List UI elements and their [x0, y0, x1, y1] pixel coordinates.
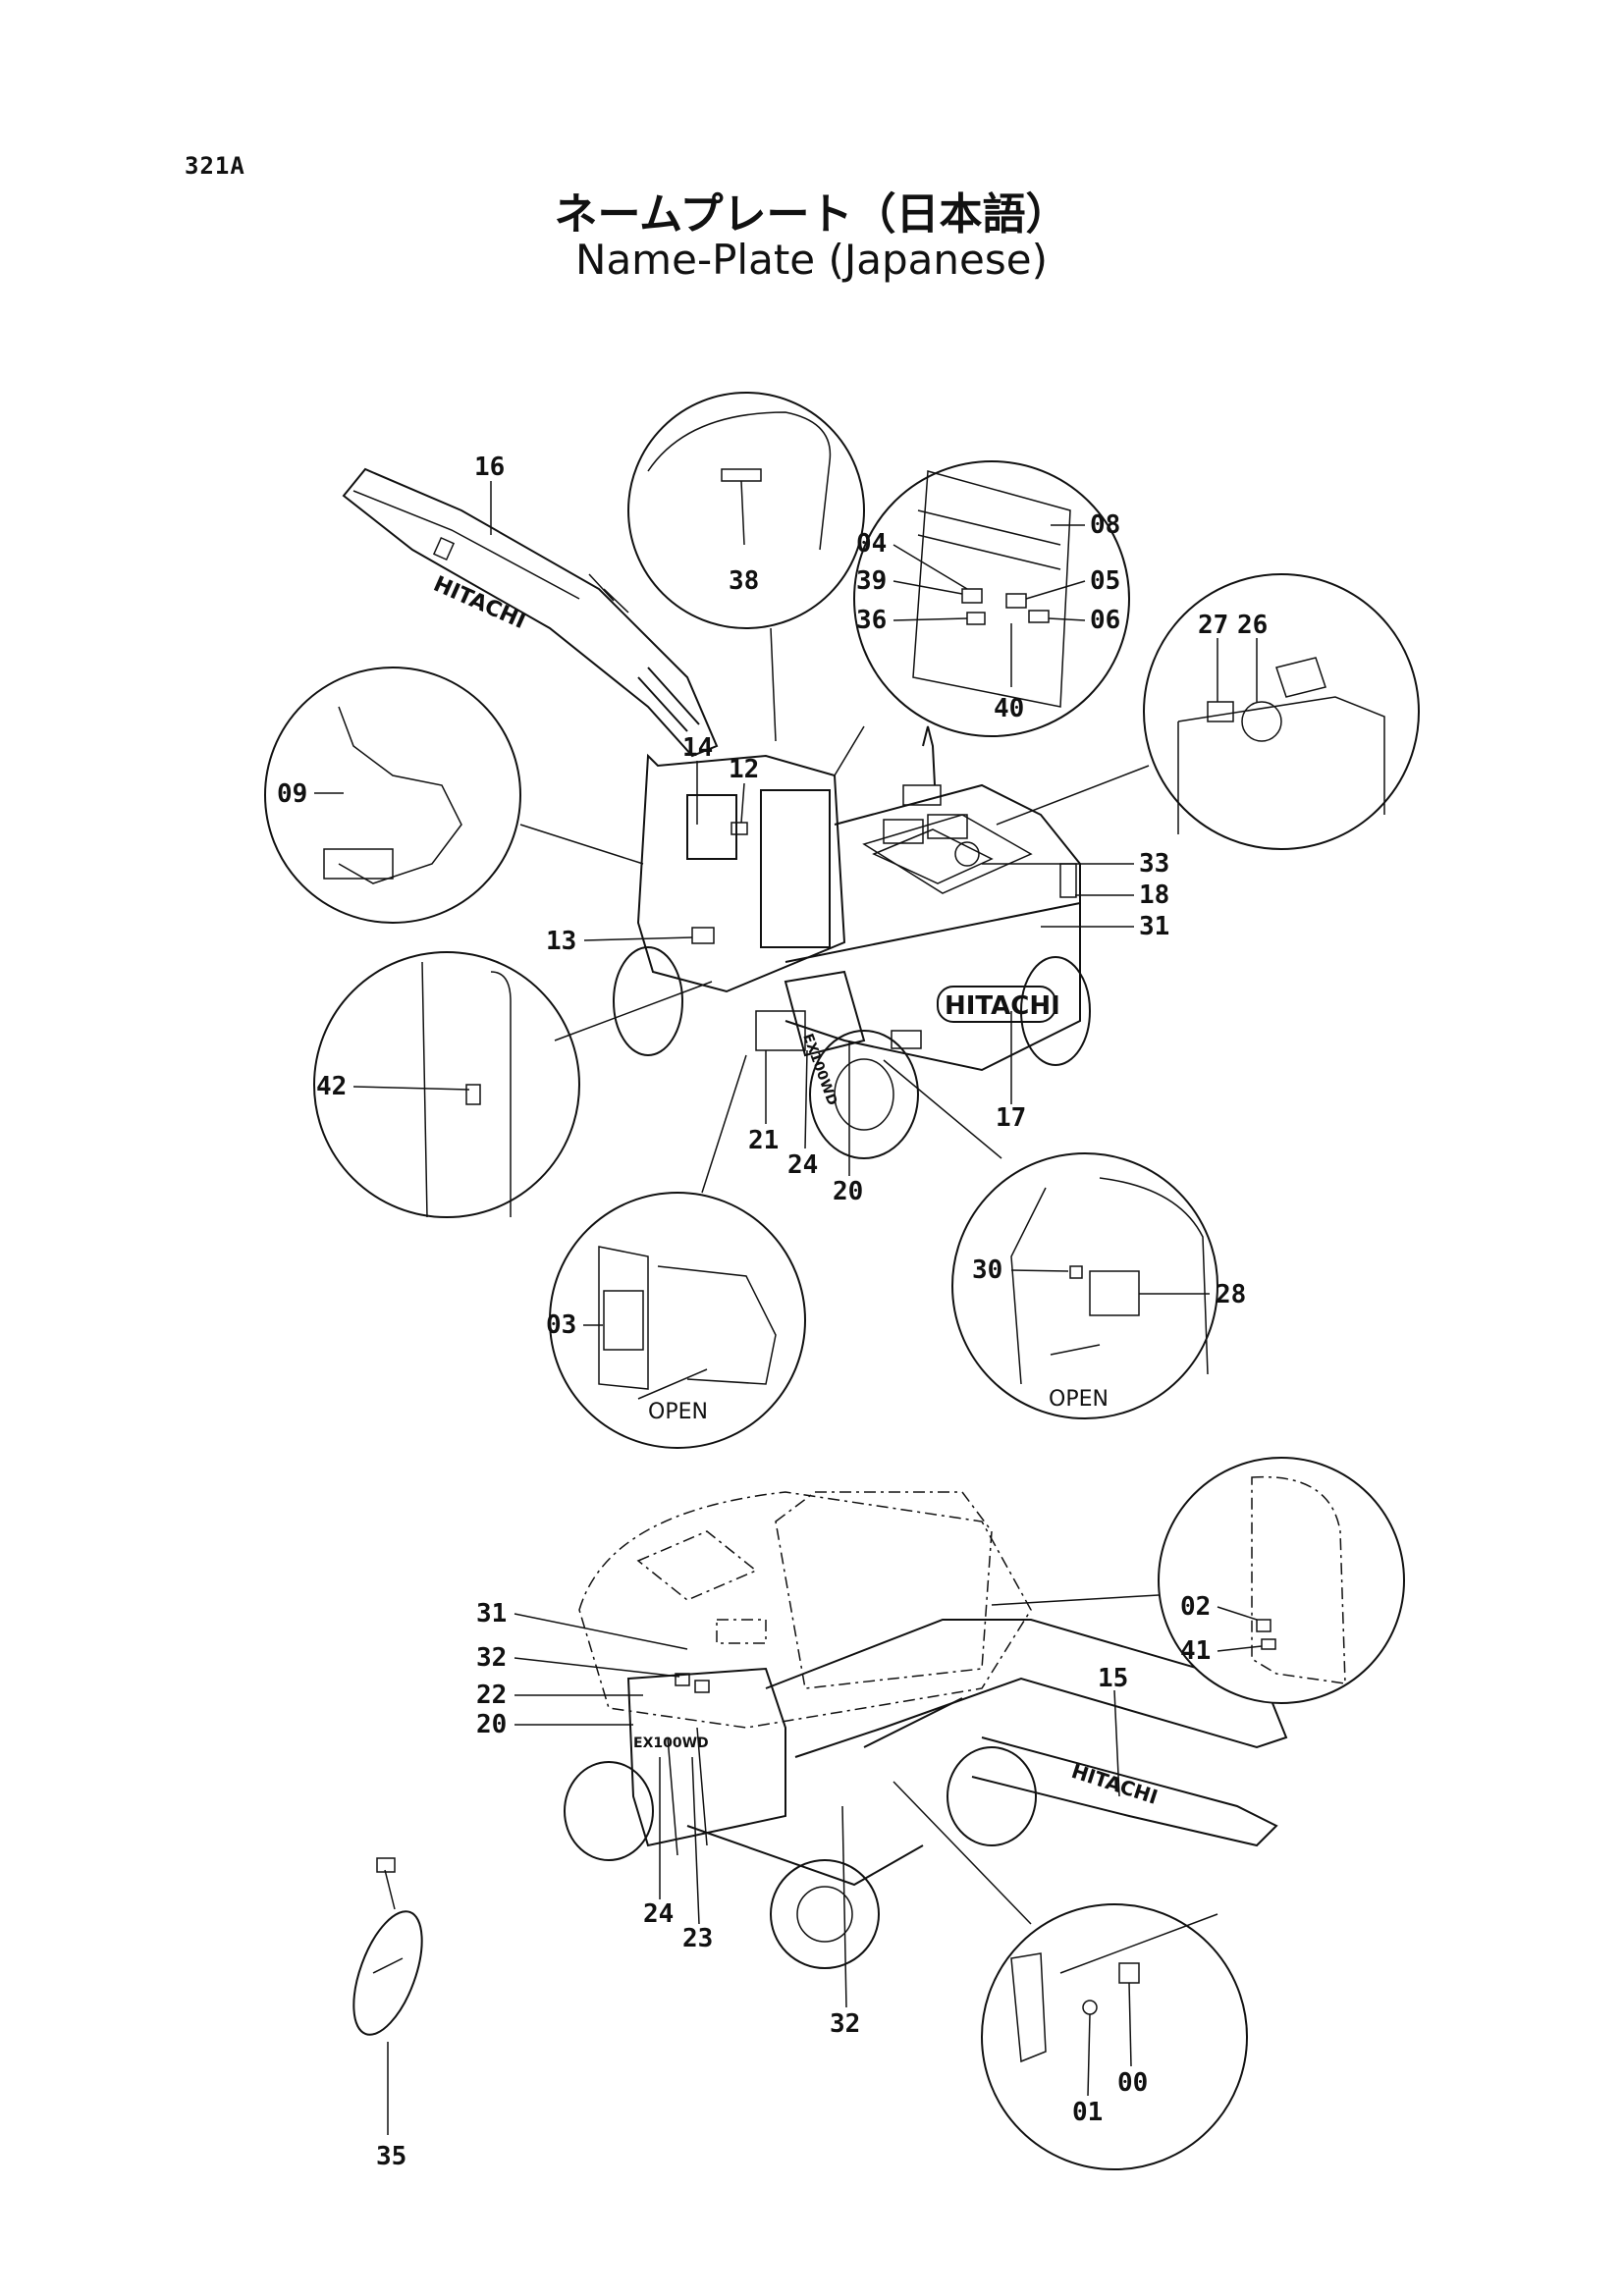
- callout-24-lower: 24: [643, 1899, 674, 1929]
- detail-circle-battery: OPEN: [883, 1059, 1218, 1419]
- callout-38: 38: [729, 566, 759, 596]
- detail-circle-fuel-tank: [996, 573, 1420, 850]
- callout-23: 23: [682, 1924, 713, 1953]
- page-title-japanese: ネームプレート（日本語）: [554, 189, 1069, 240]
- callout-05: 05: [1090, 566, 1120, 596]
- lower-model-plate: EX100WD: [633, 1735, 709, 1751]
- callout-03: 03: [546, 1310, 576, 1340]
- callout-00: 00: [1117, 2068, 1148, 2098]
- detail-circle-door: [313, 951, 713, 1218]
- callout-27: 27: [1198, 611, 1228, 640]
- page-code: 321A: [185, 152, 245, 180]
- callout-04: 04: [856, 529, 887, 559]
- callout-24-upper: 24: [787, 1150, 818, 1180]
- callout-17: 17: [996, 1103, 1026, 1133]
- callout-09: 09: [277, 779, 307, 809]
- callout-28: 28: [1216, 1280, 1246, 1309]
- part-35-tag-plate: [352, 1857, 423, 2135]
- callout-15: 15: [1098, 1664, 1128, 1693]
- open-label-right: OPEN: [1049, 1387, 1109, 1412]
- boom-brand-upper: HITACHI: [430, 572, 529, 634]
- callout-42: 42: [316, 1072, 347, 1101]
- callout-14: 14: [682, 733, 713, 763]
- callout-32-bottom: 32: [830, 2009, 860, 2039]
- boom-brand-lower: HITACHI: [1068, 1759, 1161, 1809]
- callout-33: 33: [1139, 849, 1169, 879]
- callout-21: 21: [748, 1126, 779, 1155]
- callout-35: 35: [376, 2142, 406, 2171]
- callout-18: 18: [1139, 881, 1169, 910]
- callout-13: 13: [546, 927, 576, 956]
- detail-circle-cab-roof: [627, 392, 865, 742]
- callout-40: 40: [994, 694, 1024, 723]
- callout-22: 22: [476, 1681, 507, 1710]
- callout-26: 26: [1237, 611, 1268, 640]
- detail-circle-open-panel: OPEN: [549, 1054, 806, 1449]
- detail-circle-cab-window: [834, 460, 1130, 776]
- detail-circle-seat: [264, 667, 644, 924]
- callout-41: 41: [1180, 1636, 1211, 1666]
- callout-30: 30: [972, 1255, 1002, 1285]
- callout-08: 08: [1090, 510, 1120, 540]
- callout-31-upper: 31: [1139, 912, 1169, 941]
- callout-16: 16: [474, 453, 505, 482]
- callout-20-lower: 20: [476, 1710, 507, 1739]
- detail-circle-pin: [893, 1781, 1248, 2170]
- callout-32-left: 32: [476, 1643, 507, 1673]
- page-title-english: Name-Plate (Japanese): [575, 236, 1048, 284]
- callout-06: 06: [1090, 606, 1120, 635]
- counterweight-brand: HITACHI: [945, 991, 1060, 1021]
- callout-39: 39: [856, 566, 887, 596]
- callout-20-upper: 20: [833, 1177, 863, 1206]
- detail-circle-rear-door: [991, 1457, 1405, 1704]
- callout-31-lower: 31: [476, 1599, 507, 1629]
- callouts: 16 38 04 08 39 05 36 06 40 27 26 09 14 1…: [277, 453, 1268, 2171]
- callout-36: 36: [856, 606, 887, 635]
- callout-12: 12: [729, 755, 759, 784]
- callout-01: 01: [1072, 2098, 1103, 2127]
- callout-02: 02: [1180, 1592, 1211, 1622]
- open-label-left: OPEN: [648, 1400, 708, 1424]
